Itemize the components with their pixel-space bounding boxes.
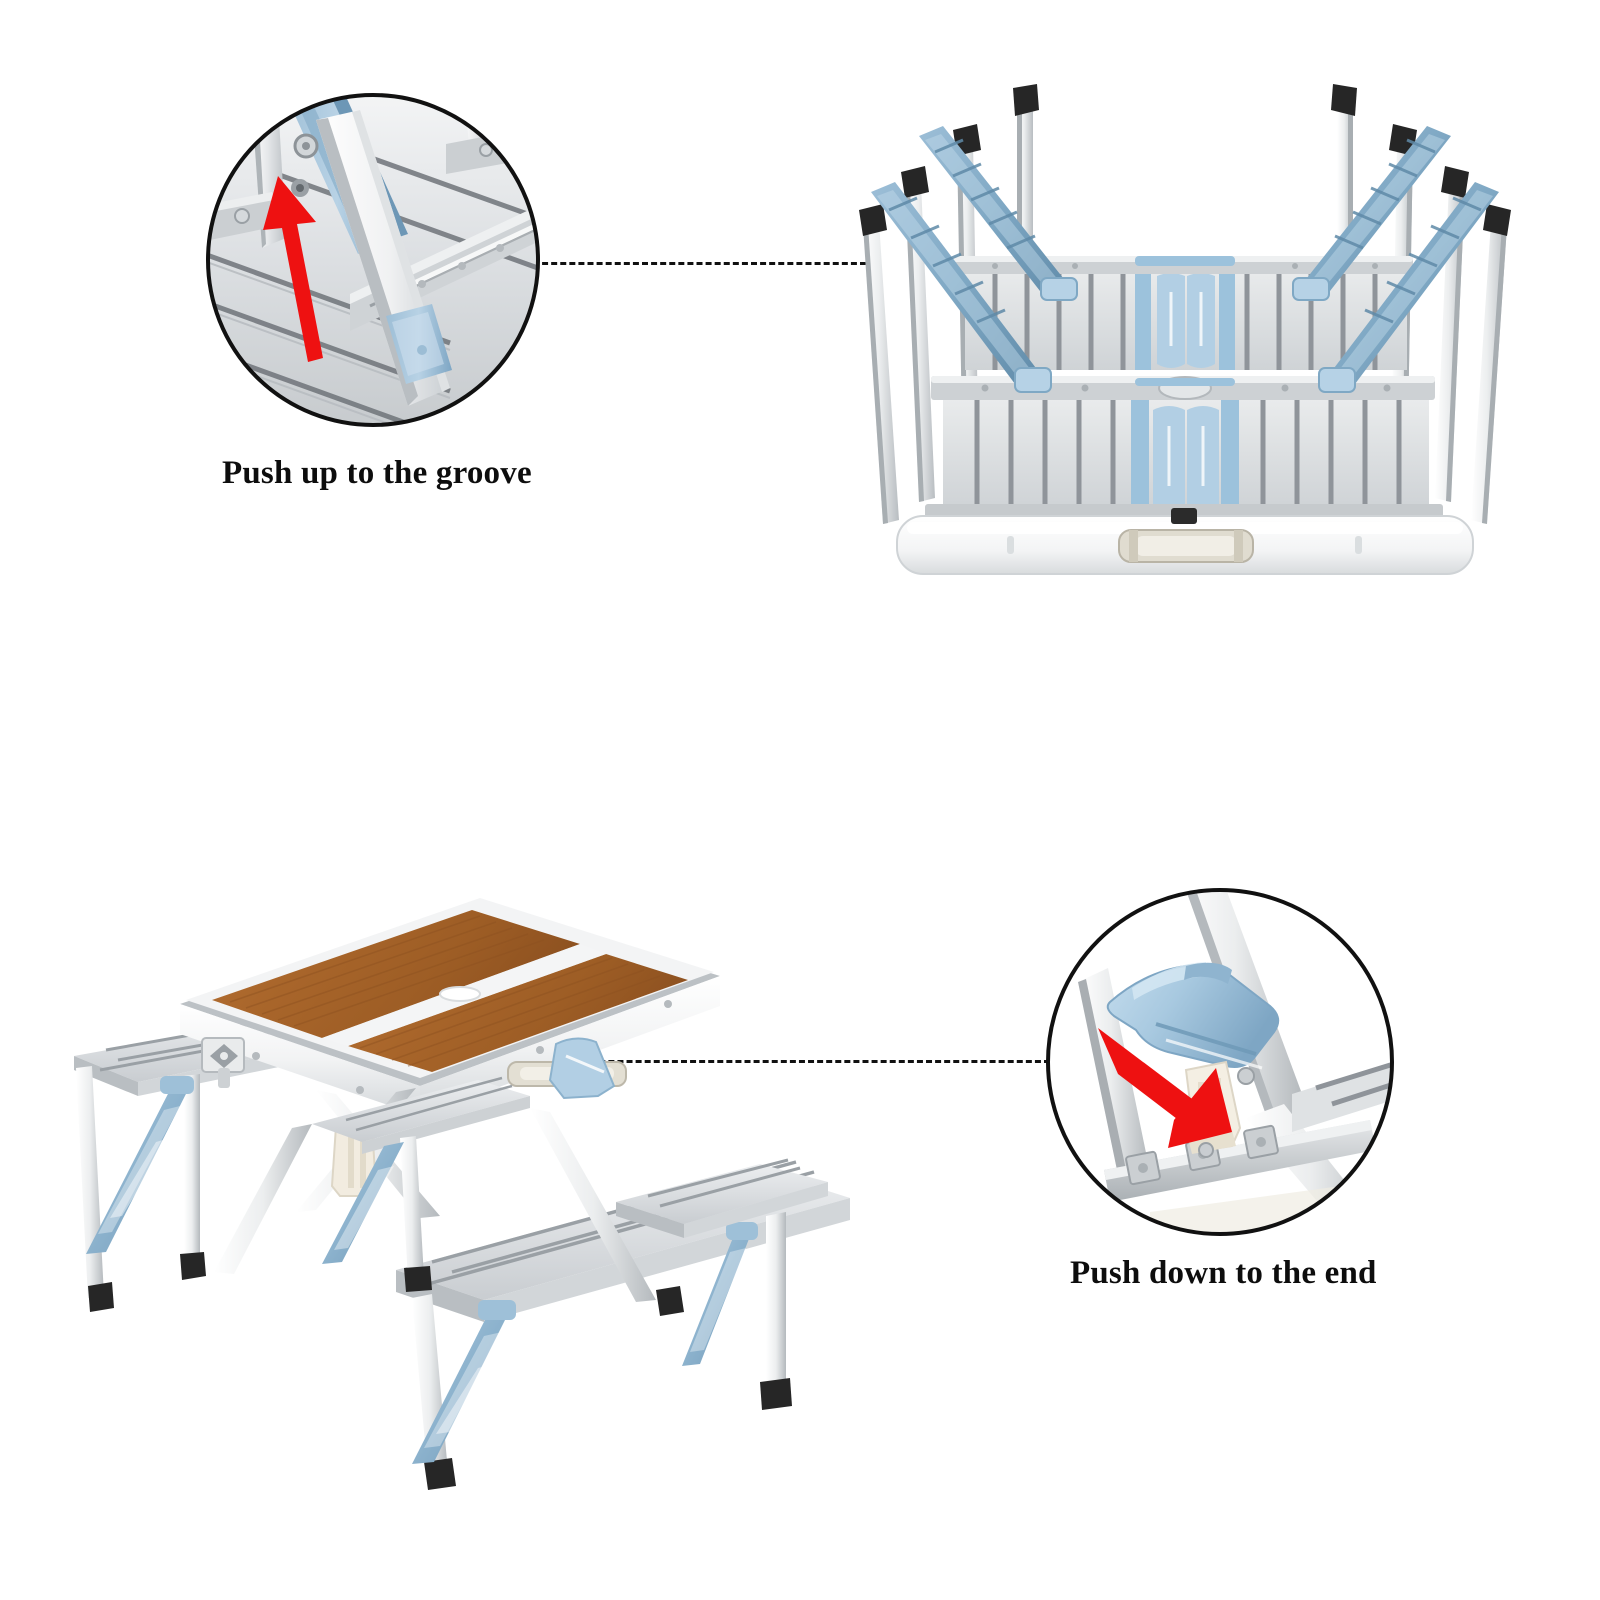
seat-brace-photo [1048, 890, 1392, 1234]
push-up-arrow [263, 176, 323, 362]
detail-circle-seat-brace [1040, 882, 1400, 1242]
connector-line-step-2 [563, 1060, 1050, 1063]
leg-cap [404, 1266, 432, 1292]
lattice-brace-left-lower [871, 182, 1045, 392]
tabletop-assembly [180, 898, 720, 1116]
leg-cap [901, 166, 929, 198]
assembled-picnic-table [60, 880, 880, 1500]
seat-leg [766, 1212, 786, 1396]
lattice-brace-left-upper [919, 126, 1071, 300]
detail-circle-outline [1046, 888, 1394, 1236]
caption-step-1: Push up to the groove [222, 455, 532, 491]
leg-cap [1013, 84, 1039, 116]
leg-cap [1331, 84, 1357, 116]
seat-leg [400, 1136, 424, 1280]
bamboo-top-right [348, 954, 688, 1072]
seat-panels [943, 270, 1429, 508]
brace-right-near [412, 1300, 516, 1464]
leg-cap [424, 1458, 456, 1490]
leg-cap [1441, 166, 1469, 198]
seat-panel-upper-right [1185, 270, 1407, 370]
x-frame-strut [214, 1108, 684, 1316]
seat-leg [76, 1066, 104, 1298]
lattice-braces [871, 126, 1499, 393]
leg-6 [1435, 166, 1469, 502]
carry-handle [1118, 529, 1254, 563]
blue-seat-brace [1106, 962, 1280, 1070]
lattice-brace-right-upper [1299, 126, 1451, 300]
leg-1 [859, 204, 899, 524]
detail-circle-outline [206, 93, 540, 427]
connector-line-step-1 [533, 262, 866, 265]
pin-bolt [1198, 1142, 1214, 1158]
leg-cap [1483, 204, 1511, 236]
left-leg-tube [1078, 968, 1152, 1194]
leg-cap [859, 204, 887, 236]
detail-circle-groove [200, 88, 546, 434]
folded-picnic-table [835, 80, 1535, 580]
seat-right-far [616, 1158, 828, 1238]
centre-blue-strip [1135, 270, 1151, 370]
brace-left-near [322, 1142, 404, 1264]
leg-cap [656, 1286, 684, 1316]
seat-left-near [312, 1076, 530, 1292]
leg-cap [88, 1282, 114, 1312]
leg-2 [901, 166, 935, 502]
carry-case-shell [896, 508, 1474, 575]
lattice-brace-right-lower [1325, 182, 1499, 392]
brace-right-far [682, 1222, 758, 1366]
lock-catch [1171, 508, 1197, 524]
seat-panel-lower-left [943, 400, 1185, 508]
umbrella-hole [439, 986, 481, 1002]
table-latch [201, 1037, 245, 1088]
seat-panel-lower-right [1185, 400, 1429, 508]
seat-brace-callout-target [548, 1037, 616, 1100]
caption-step-2: Push down to the end [1070, 1255, 1377, 1291]
brace-left-far [86, 1076, 194, 1254]
seat-panel-upper-left [965, 270, 1185, 370]
seat-leg [184, 1074, 200, 1266]
leg-cap [180, 1252, 206, 1280]
leg-5 [1471, 204, 1511, 524]
push-down-arrow [1098, 1028, 1232, 1148]
leg-cap [760, 1378, 792, 1410]
bamboo-top-left [212, 910, 580, 1038]
